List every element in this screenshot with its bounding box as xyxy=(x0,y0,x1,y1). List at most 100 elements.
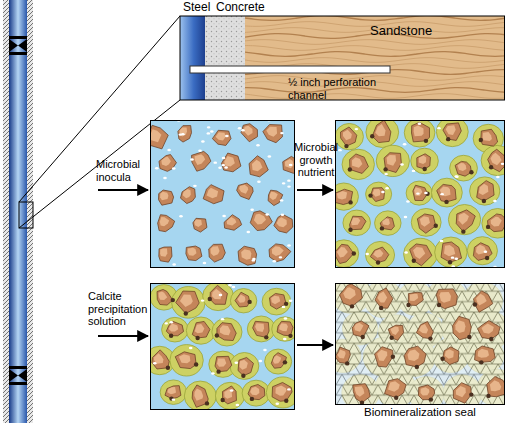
microbe-cluster xyxy=(166,366,170,370)
packer-bowtie xyxy=(9,369,27,382)
sand-grain xyxy=(210,285,228,304)
sand-grain xyxy=(238,358,253,376)
microbe xyxy=(403,143,407,145)
calcite-crystals xyxy=(335,283,505,405)
sand-grain xyxy=(268,190,283,205)
microbe xyxy=(289,300,293,302)
microbe xyxy=(193,185,197,187)
microbe-cluster xyxy=(283,360,287,364)
grain-facet xyxy=(386,155,396,166)
grain-facet xyxy=(373,249,383,258)
microbe-cluster xyxy=(423,167,427,171)
microbe-cluster xyxy=(461,229,465,233)
microbe-cluster xyxy=(406,303,410,307)
grain-facet xyxy=(154,353,164,364)
grain-facet xyxy=(224,156,235,166)
microbe-cluster xyxy=(344,144,348,148)
biofilm xyxy=(411,148,439,174)
sand-grain xyxy=(178,126,192,142)
sand-grain xyxy=(238,246,257,265)
grain-facet xyxy=(446,125,456,135)
grain-facet xyxy=(407,349,419,360)
microbe xyxy=(440,193,444,195)
microbe-cluster xyxy=(195,336,199,340)
sand-grain xyxy=(192,321,210,337)
microbe-cluster xyxy=(469,392,473,396)
panel-frame xyxy=(336,121,505,268)
sand-grain xyxy=(453,383,471,404)
microbe-cluster xyxy=(250,397,254,401)
microbe xyxy=(385,187,389,189)
microbe xyxy=(275,403,279,405)
sand-grain xyxy=(159,247,172,262)
microbe-cluster xyxy=(391,355,395,359)
packer-bar xyxy=(9,52,27,55)
sand-grain xyxy=(212,130,231,145)
grain-facet xyxy=(476,294,487,306)
microbe xyxy=(365,253,369,255)
microbe xyxy=(201,299,205,301)
microbe xyxy=(289,164,293,166)
microbe-cluster xyxy=(205,401,209,405)
sand-grain xyxy=(488,214,505,232)
grain-facet xyxy=(160,192,168,200)
panel-frame xyxy=(336,284,505,405)
grain-facet xyxy=(160,217,169,226)
microbe xyxy=(225,135,229,137)
grain-facet xyxy=(420,216,430,227)
microbe-cluster xyxy=(171,298,175,302)
microbe xyxy=(167,149,171,151)
microbe xyxy=(437,127,441,129)
microbe-cluster xyxy=(215,333,219,337)
grain-facet xyxy=(227,217,237,226)
grain-facet xyxy=(382,218,390,225)
grain-facet xyxy=(478,349,489,358)
microbe xyxy=(400,163,404,165)
sand-grain xyxy=(283,156,295,173)
biofilm xyxy=(450,155,478,181)
grain-facet xyxy=(419,324,428,333)
pore-water xyxy=(335,283,505,405)
grain-facet xyxy=(216,132,226,140)
microbe xyxy=(455,176,459,178)
grain-facet xyxy=(273,355,281,364)
biofilm xyxy=(335,240,359,268)
sand-grain xyxy=(341,127,357,146)
grain-facet xyxy=(161,157,171,166)
microbe-cluster xyxy=(348,200,352,204)
grain-facet xyxy=(377,350,387,361)
microbe-cluster xyxy=(220,398,224,402)
grain-facet xyxy=(457,163,466,171)
sand-grain xyxy=(410,244,432,266)
microbe-cluster xyxy=(350,304,354,308)
grain-facet xyxy=(388,381,400,391)
sand-grain xyxy=(176,291,199,313)
microbe-cluster xyxy=(370,134,374,138)
grain-facet xyxy=(343,130,352,141)
grain-facet xyxy=(220,325,231,335)
grain-facet xyxy=(183,189,191,198)
biofilm xyxy=(203,283,234,311)
grain-facet xyxy=(255,323,264,332)
sand-grain xyxy=(477,181,494,201)
sand-grain xyxy=(203,185,224,204)
grain-facet xyxy=(150,129,161,142)
grain-facet xyxy=(195,154,206,165)
step-arrow xyxy=(297,344,333,346)
sand-grain xyxy=(335,244,354,263)
microbe xyxy=(381,191,385,193)
microbe-cluster xyxy=(489,165,493,169)
microbe xyxy=(218,166,222,168)
microbe xyxy=(455,257,459,259)
grain-facet xyxy=(445,349,454,359)
microbe-cluster xyxy=(380,226,384,230)
microbe-cluster xyxy=(486,394,490,398)
microbe xyxy=(221,164,225,166)
microbe xyxy=(282,306,286,308)
microbe-cluster xyxy=(482,199,486,203)
microbe xyxy=(287,388,291,390)
layer-label: ½ inch perforation channel xyxy=(288,76,388,101)
microbe-cluster xyxy=(486,225,490,229)
microbe-cluster xyxy=(169,334,173,338)
